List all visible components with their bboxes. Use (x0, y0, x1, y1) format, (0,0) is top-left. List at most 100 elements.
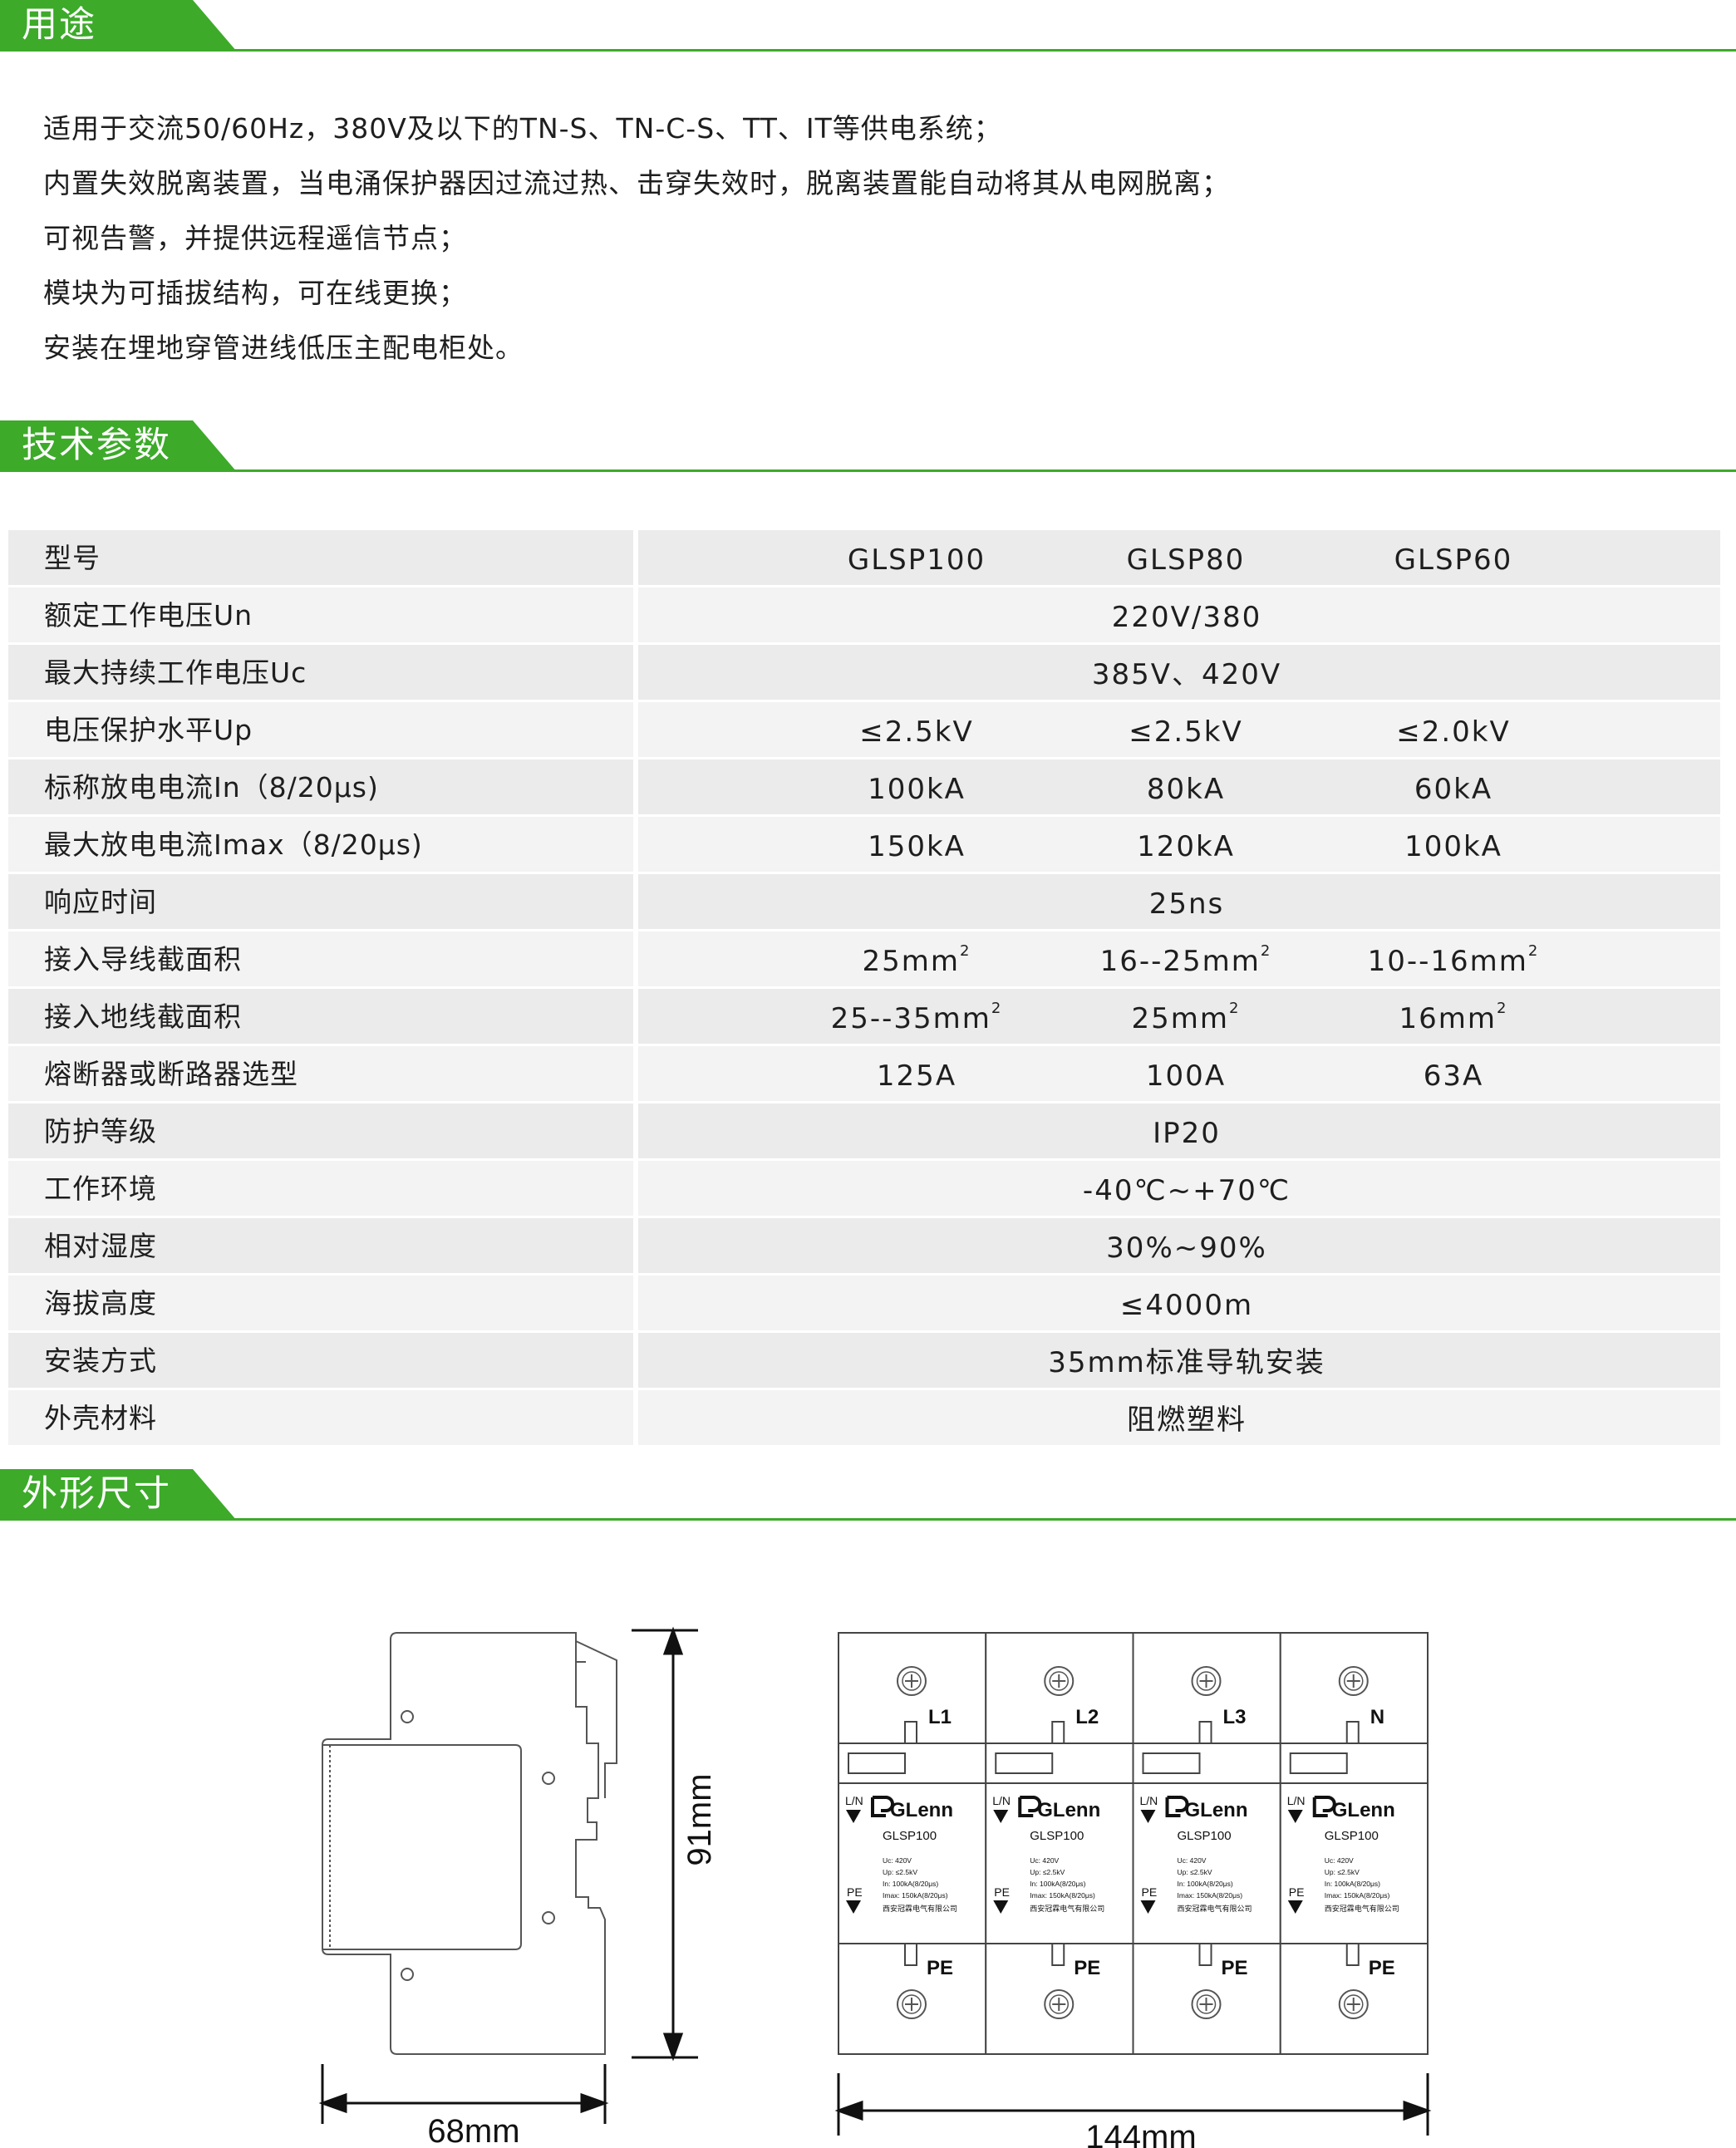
screw-icon (1191, 1989, 1222, 2019)
module-spec-line: Imax: 150kA(8/20μs) (1030, 1891, 1095, 1900)
screw-head (1344, 1994, 1364, 2014)
arrow-down-icon (846, 1810, 861, 1823)
screw-ring (1338, 1666, 1369, 1696)
ln-label: L/N (992, 1794, 1011, 1807)
spec-value-text: ≤2.0kV (1396, 715, 1511, 749)
terminal-slot (1051, 1943, 1065, 1966)
spec-value-cell (638, 1161, 1720, 1216)
spec-label: 海拔高度 (44, 1287, 157, 1320)
spec-value: 80kA (1147, 771, 1225, 808)
spec-label-cell: 接入导线截面积 (8, 931, 633, 986)
module-model: GLSP100 (1178, 1829, 1232, 1843)
spec-label-cell: 标称放电电流In（8/20μs) (8, 759, 633, 814)
module-spec-line: In: 100kA(8/20μs) (1325, 1880, 1380, 1888)
status-window (848, 1752, 906, 1774)
spec-value-text: 16--25mm (1099, 945, 1261, 978)
brand-name: GLenn (890, 1799, 953, 1821)
spec-label-cell: 海拔高度 (8, 1276, 633, 1330)
module-spec-line: Up: ≤2.5kV (1325, 1868, 1360, 1876)
screw-head (902, 1994, 922, 2014)
spec-value-cell (638, 759, 1720, 814)
spec-value: 100A (1146, 1058, 1226, 1094)
module-spec-line: Imax: 150kA(8/20μs) (883, 1891, 948, 1900)
section-divider (0, 469, 1736, 472)
spec-row: 外壳材料阻燃塑料 (8, 1390, 1720, 1445)
pe-side-label: PE (847, 1885, 863, 1899)
front-width-dimension (834, 2073, 1432, 2136)
spec-value: ≤2.5kV (859, 714, 974, 750)
status-window (1142, 1752, 1201, 1774)
arrow-down-icon (1287, 1810, 1303, 1823)
terminal-slot (1051, 1721, 1065, 1744)
screw-icon (1191, 1666, 1222, 1696)
screw-head (1344, 1671, 1364, 1691)
spec-row: 工作环境 -40℃~+70℃ (8, 1161, 1720, 1216)
spec-value-cell (638, 587, 1720, 642)
spec-value-cell (638, 874, 1720, 929)
spec-value: 120kA (1137, 828, 1235, 865)
superscript: 2 (1527, 942, 1540, 960)
spec-label: 最大持续工作电压Uc (44, 656, 307, 689)
spec-value: GLSP80 (1127, 542, 1246, 578)
module-company: 西安冠霖电气有限公司 (883, 1904, 957, 1913)
side-width-label: 68mm (427, 2113, 519, 2148)
usage-section-title: 用途 (22, 4, 96, 46)
screw-head (1196, 1671, 1217, 1691)
spec-row: 电压保护水平Up≤2.5kV≤2.5kV≤2.0kV (8, 702, 1720, 757)
module-spec-line: Uc: 420V (883, 1856, 912, 1865)
spec-value-text: 16mm (1399, 1002, 1497, 1035)
screw-ring (1044, 1666, 1075, 1696)
spec-value: -40℃~+70℃ (1082, 1174, 1291, 1207)
module-spec-line: In: 100kA(8/20μs) (1030, 1880, 1085, 1888)
spec-label: 工作环境 (44, 1172, 157, 1205)
arrow-down-icon (1287, 1900, 1303, 1914)
spec-value-cell (638, 817, 1720, 872)
height-dimension (632, 1626, 698, 2062)
section-divider (0, 1518, 1736, 1521)
superscript: 2 (1260, 942, 1272, 960)
module-outline (1132, 1632, 1281, 2055)
usage-line: 可视告警，并提供远程遥信节点； (43, 222, 467, 254)
usage-list: 适用于交流50/60Hz，380V及以下的TN-S、TN-C-S、TT、IT等供… (43, 106, 1230, 381)
spec-label: 安装方式 (44, 1344, 157, 1377)
spec-value: GLSP100 (848, 542, 986, 578)
pe-side-label: PE (1142, 1885, 1158, 1899)
spec-value: 30%~90% (1106, 1231, 1267, 1265)
ln-label: L/N (845, 1794, 863, 1807)
screw-head (902, 1671, 922, 1691)
module-company: 西安冠霖电气有限公司 (1178, 1904, 1252, 1913)
module-spec-line: Up: ≤2.5kV (1178, 1868, 1212, 1876)
dimension-section-title: 外形尺寸 (22, 1473, 171, 1515)
spec-label-cell: 防护等级 (8, 1103, 633, 1158)
spec-value: 25ns (1148, 887, 1225, 921)
spec-value-cell (638, 702, 1720, 757)
spec-value-text: 100kA (868, 773, 966, 806)
spec-value: 25mm2 (1132, 1000, 1241, 1037)
spec-value: 35mm标准导轨安装 (1048, 1346, 1325, 1379)
pe-side-label: PE (1289, 1885, 1305, 1899)
spec-label-cell: 接入地线截面积 (8, 989, 633, 1044)
brand-logo-icon (1165, 1796, 1189, 1817)
screw-ring (897, 1989, 927, 2019)
spec-value: 60kA (1414, 771, 1493, 808)
pe-label: PE (1222, 1957, 1248, 1979)
side-view (322, 1632, 617, 2055)
usage-line: 模块为可插拔结构，可在线更换； (43, 277, 467, 309)
spec-value-text: 80kA (1146, 773, 1226, 806)
terminal-slot (1345, 1721, 1360, 1744)
front-width-label: 144mm (1085, 2119, 1196, 2148)
module-model: GLSP100 (883, 1829, 937, 1843)
brand-name: GLenn (1185, 1799, 1248, 1821)
screw-icon (1044, 1666, 1075, 1696)
terminal-slot (904, 1721, 917, 1744)
spec-value-text: ≤2.5kV (859, 715, 974, 749)
spec-value-text: ≤2.5kV (1129, 715, 1243, 749)
